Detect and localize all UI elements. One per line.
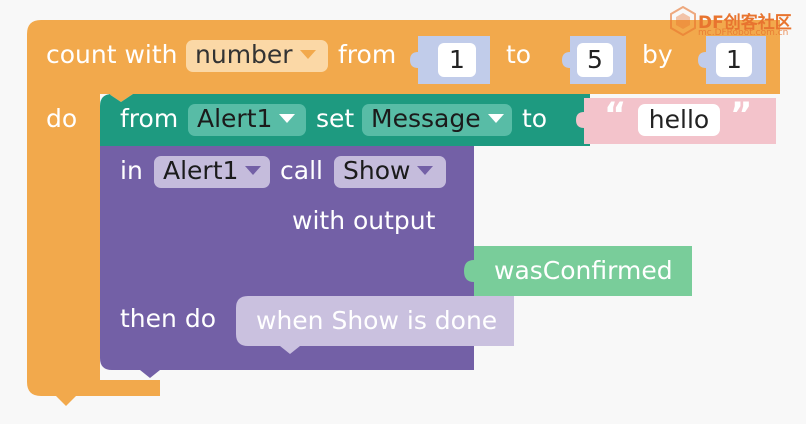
count-with-label: count with	[46, 40, 178, 69]
by-label: by	[642, 40, 673, 69]
watermark-brand: DF创客社区	[698, 13, 792, 33]
chevron-down-icon	[279, 114, 296, 123]
property-name: Message	[371, 104, 481, 133]
dfrobot-watermark: DF创客社区 mc.DFRobot.com.cn	[640, 0, 806, 46]
chevron-down-icon	[245, 166, 262, 175]
quote-close-icon: ”	[730, 95, 753, 135]
to-label: to	[506, 40, 532, 69]
set-from-label: from	[120, 104, 179, 133]
chevron-down-icon	[417, 166, 434, 175]
method-name: Show	[343, 156, 411, 185]
to-value-field[interactable]: 5	[577, 43, 613, 77]
by-value-field[interactable]: 1	[716, 43, 752, 77]
do-label: do	[46, 104, 78, 133]
set-component-name: Alert1	[197, 104, 273, 133]
method-dropdown[interactable]: Show	[334, 156, 446, 188]
when-show-done-placeholder[interactable]: when Show is done	[256, 306, 498, 335]
set-to-label: to	[522, 104, 548, 133]
then-do-label: then do	[120, 304, 216, 333]
chevron-down-icon	[487, 114, 504, 123]
with-output-label: with output	[292, 206, 436, 235]
variable-block-shape	[464, 246, 692, 296]
variable-dropdown[interactable]: number	[186, 40, 328, 72]
watermark-url: mc.DFRobot.com.cn	[698, 28, 789, 38]
variable-name: number	[195, 40, 293, 69]
in-label: in	[120, 156, 143, 185]
chevron-down-icon	[299, 50, 316, 59]
from-label: from	[338, 40, 397, 69]
call-component-dropdown[interactable]: Alert1	[154, 156, 270, 188]
property-dropdown[interactable]: Message	[362, 104, 512, 136]
set-component-dropdown[interactable]: Alert1	[188, 104, 306, 136]
set-label: set	[316, 104, 355, 133]
from-value-field[interactable]: 1	[438, 43, 476, 77]
call-label: call	[280, 156, 323, 185]
text-value-field[interactable]: hello	[638, 104, 720, 136]
call-component-name: Alert1	[163, 156, 239, 185]
output-variable-block[interactable]: wasConfirmed	[494, 256, 673, 285]
dfrobot-logo-icon	[670, 6, 696, 36]
quote-open-icon: “	[604, 95, 627, 135]
placeholder-block-shape	[236, 296, 514, 354]
